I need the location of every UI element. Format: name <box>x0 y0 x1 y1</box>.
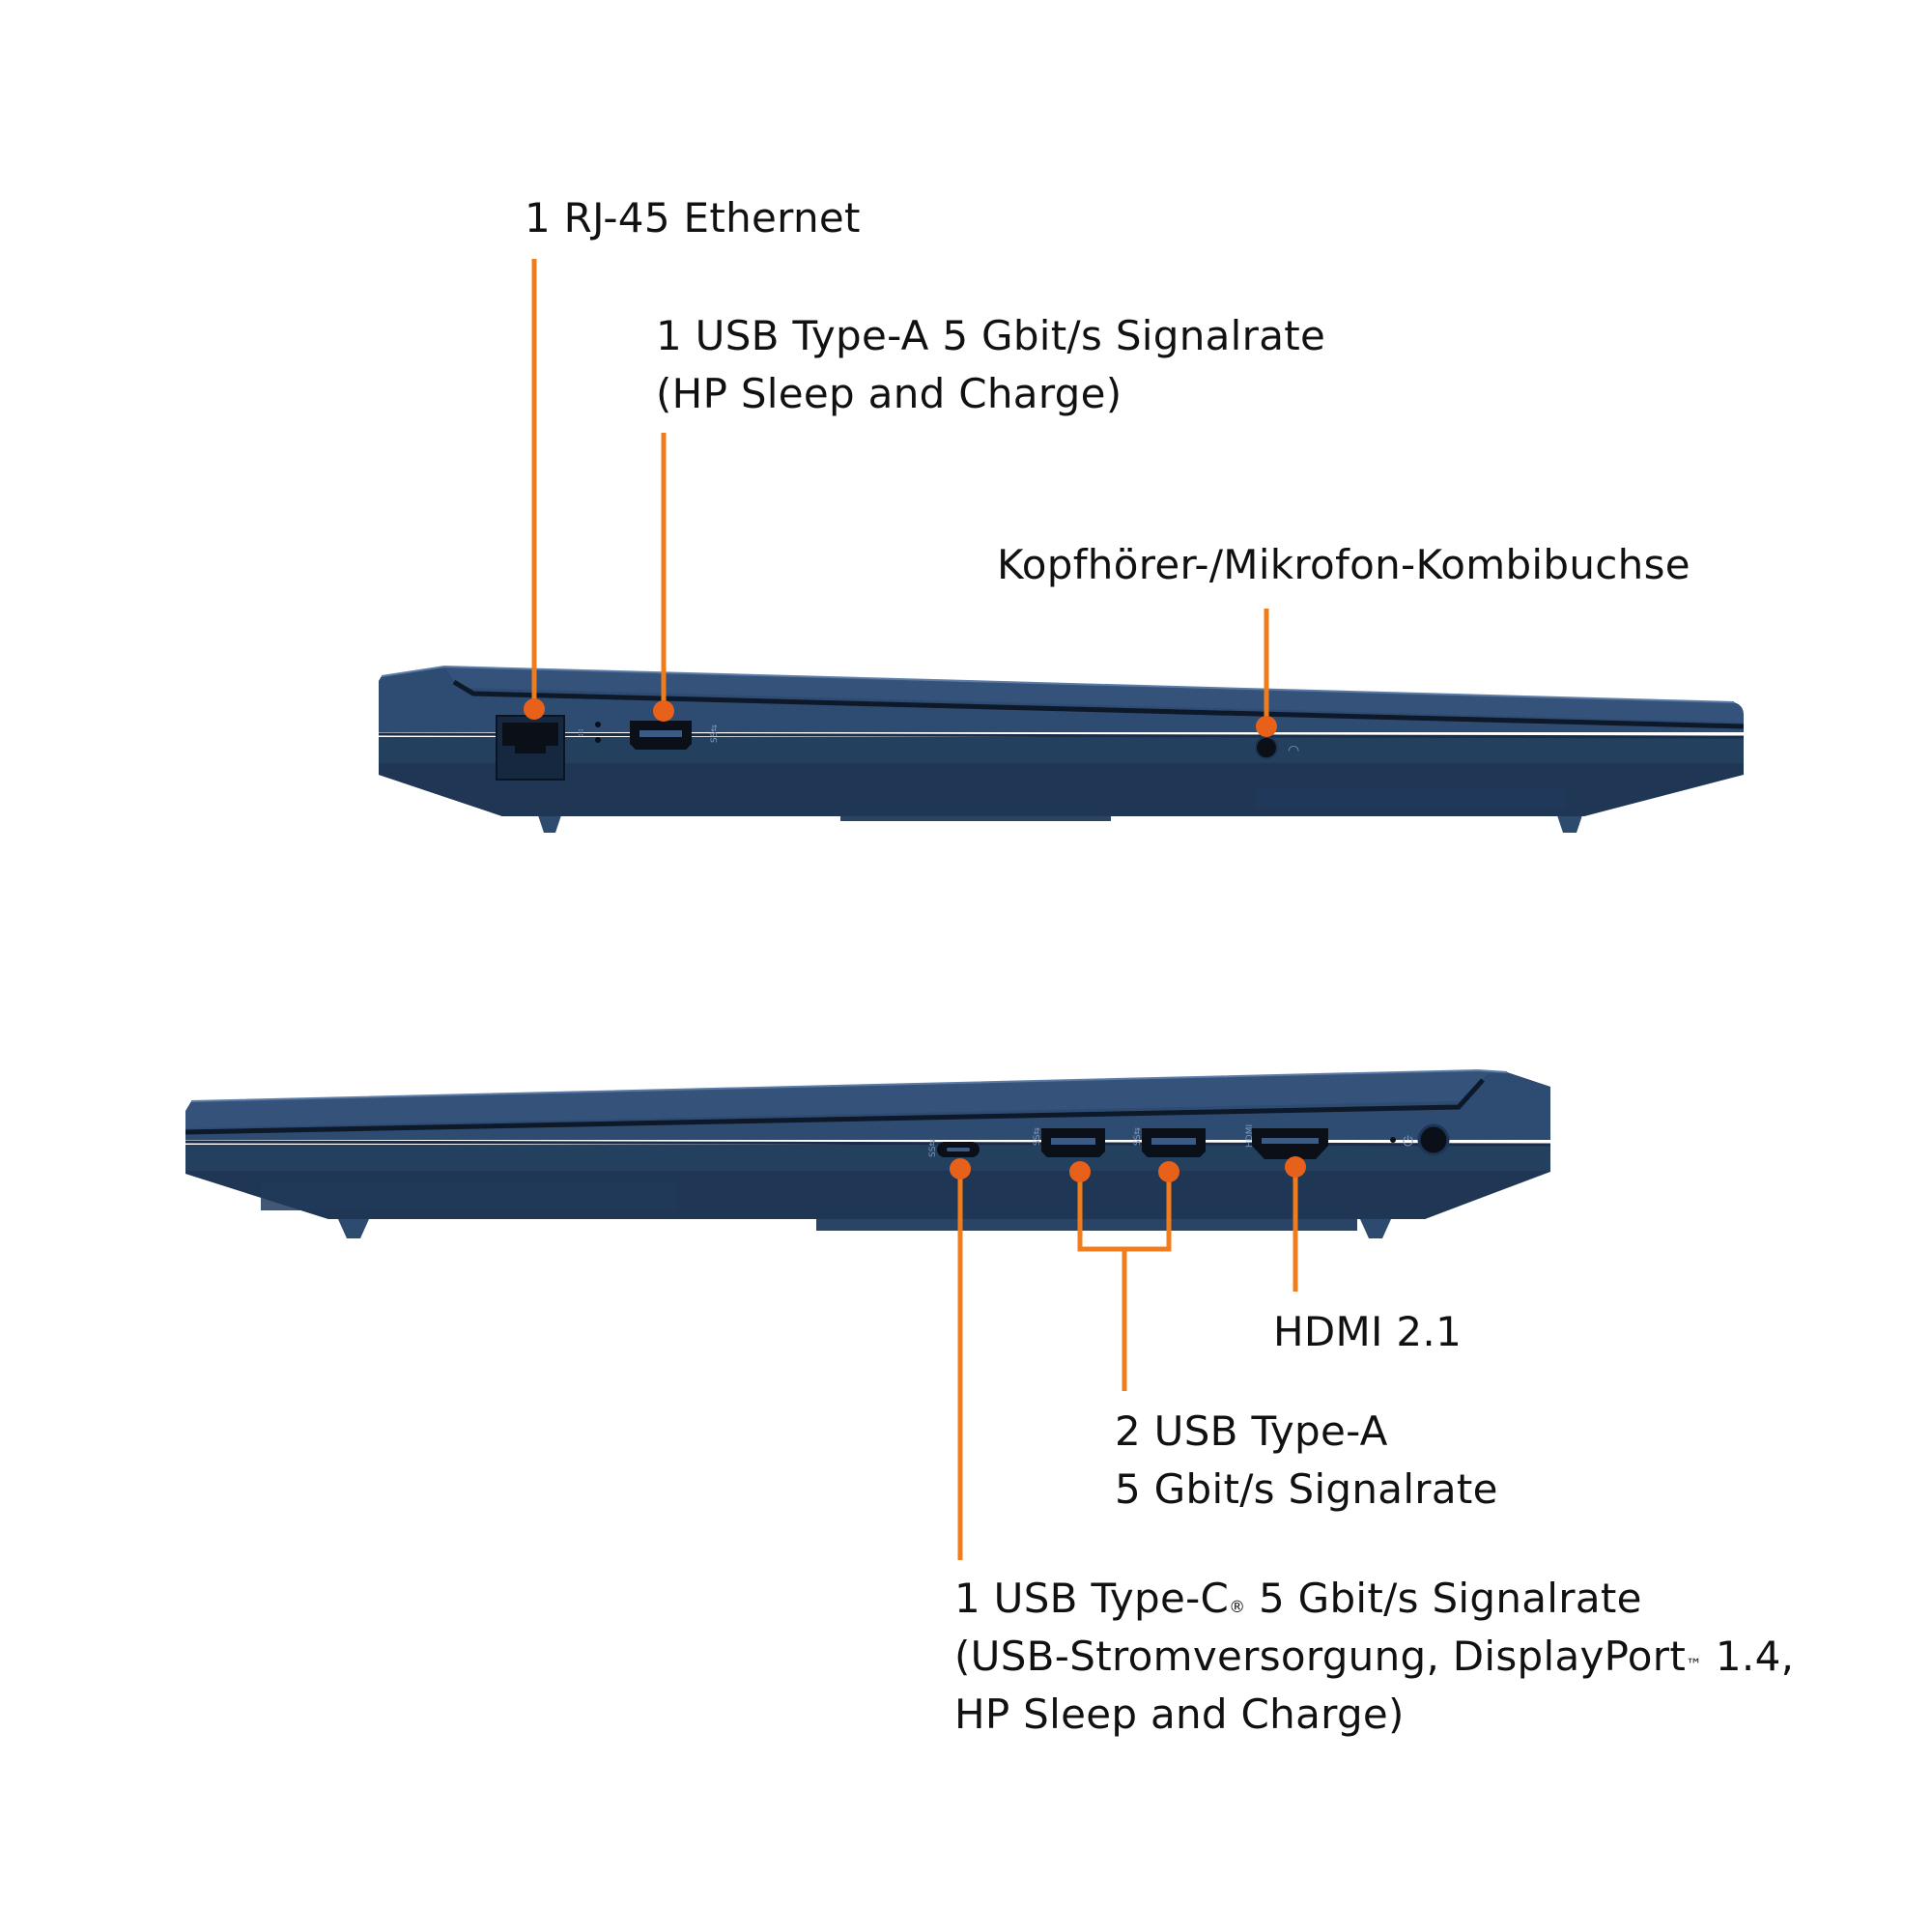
usb-a-port-icon <box>630 721 692 750</box>
svg-text:SS⇆: SS⇆ <box>1133 1127 1143 1146</box>
label-hdmi: HDMI 2.1 <box>1273 1308 1463 1355</box>
usb-a-port-icon <box>1142 1128 1206 1157</box>
label-audio: Kopfhörer-/Mikrofon-Kombibuchse <box>997 541 1690 588</box>
callout-dot-hdmi <box>1285 1156 1306 1178</box>
svg-text:⠿: ⠿ <box>578 728 584 739</box>
callout-dot-usbc <box>950 1158 971 1179</box>
callout-dot-audio <box>1256 716 1277 737</box>
callout-dot-rj45 <box>524 698 545 720</box>
power-jack-icon: ⏻ <box>1390 1123 1450 1156</box>
usb-c-port-icon <box>937 1142 980 1157</box>
svg-text:◠: ◠ <box>1288 743 1299 758</box>
callout-line-usba-right <box>1077 1172 1172 1391</box>
callout-dot-usba-right-2 <box>1158 1161 1179 1182</box>
svg-text:SS⇆: SS⇆ <box>710 724 720 743</box>
hdmi-port-icon <box>1252 1128 1328 1159</box>
label-usbc: 1 USB Type-C® 5 Gbit/s Signalrate (USB-S… <box>954 1575 1795 1738</box>
usb-a-port-icon <box>1041 1128 1105 1157</box>
label-usba-left: 1 USB Type-A 5 Gbit/s Signalrate (HP Sle… <box>656 312 1326 417</box>
laptop-left-side-view: ⠿ SS⇆ ◠ <box>378 665 1745 833</box>
callout-dot-usba-left <box>653 700 674 722</box>
label-usba-right: 2 USB Type-A 5 Gbit/s Signalrate <box>1115 1407 1498 1513</box>
svg-text:SS⇆: SS⇆ <box>1033 1127 1042 1146</box>
svg-text:HDMI: HDMI <box>1245 1124 1255 1148</box>
svg-text:⏻: ⏻ <box>1403 1134 1413 1150</box>
callout-dots <box>524 698 1306 1182</box>
svg-text:SS⇆: SS⇆ <box>928 1139 938 1157</box>
label-rj45: 1 RJ-45 Ethernet <box>525 194 861 242</box>
laptop-right-side-view: SS⇆ SS⇆ SS⇆ HDMI ⏻ <box>185 1068 1551 1238</box>
registered-mark: ® <box>1229 1596 1246 1616</box>
ethernet-port-icon <box>496 715 565 781</box>
callout-lines <box>531 259 1298 1560</box>
trademark-mark: ™ <box>1686 1654 1703 1674</box>
callout-dot-usba-right-1 <box>1069 1161 1091 1182</box>
